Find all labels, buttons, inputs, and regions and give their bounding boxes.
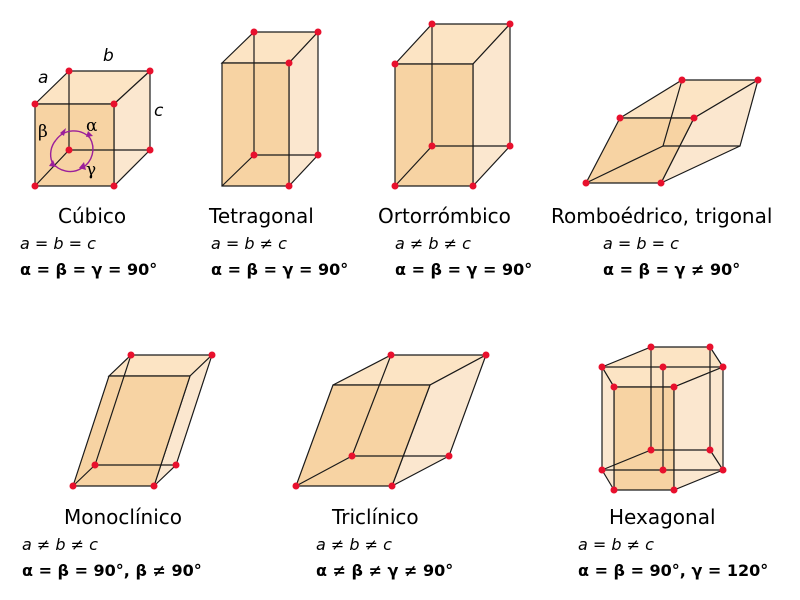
edge-relation-orthorhombic: a ≠ b ≠ c [395,234,471,253]
angle-relation-hexagonal: α = β = 90°, γ = 120° [578,561,769,580]
tetragonal-cell [220,28,322,190]
monoclinic-cell [69,351,216,490]
system-name-rhombohedral: Romboédrico, trigonal [551,204,773,228]
angle-label-alpha: α [86,116,98,136]
angle-relation-tetragonal: α = β = γ = 90° [211,260,349,279]
angle-relation-cubic: α = β = γ = 90° [20,260,158,279]
angle-relation-triclinic: α ≠ β ≠ γ ≠ 90° [316,561,454,580]
rhombohedral-cell [582,76,762,187]
axis-label-b: b [103,46,114,66]
angle-label-gamma: γ [86,160,97,180]
system-name-monoclinic: Monoclínico [64,505,182,529]
system-name-cubic: Cúbico [58,204,127,228]
system-name-tetragonal: Tetragonal [209,204,314,228]
axis-label-a: a [38,68,49,88]
triclinic-cell [292,351,490,490]
edge-relation-rhombohedral: a = b = c [603,234,679,253]
edge-relation-triclinic: a ≠ b ≠ c [316,535,392,554]
edge-relation-hexagonal: a = b ≠ c [578,535,654,554]
edge-relation-monoclinic: a ≠ b ≠ c [22,535,98,554]
axis-label-c: c [154,101,164,121]
angle-relation-rhombohedral: α = β = γ ≠ 90° [603,260,741,279]
system-name-hexagonal: Hexagonal [609,505,716,529]
angle-label-beta: β [38,122,48,142]
angle-relation-monoclinic: α = β = 90°, β ≠ 90° [22,561,202,580]
cubic-cell [31,67,154,190]
edge-relation-cubic: a = b = c [20,234,96,253]
hexagonal-cell [598,343,727,494]
system-name-triclinic: Triclínico [332,505,419,529]
system-name-orthorhombic: Ortorrómbico [378,204,511,228]
edge-relation-tetragonal: a = b ≠ c [211,234,287,253]
orthorhombic-cell [391,20,514,190]
angle-relation-orthorhombic: α = β = γ = 90° [395,260,533,279]
